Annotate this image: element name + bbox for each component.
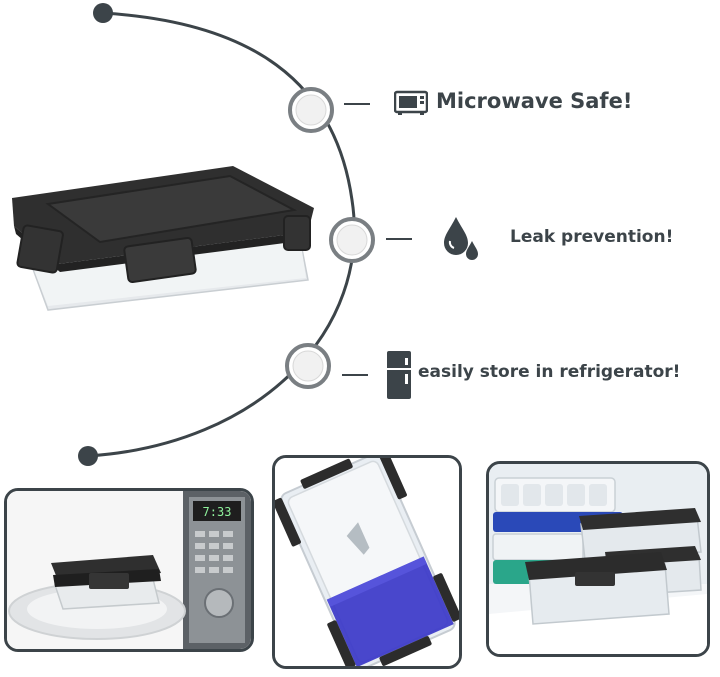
connector-dash [342, 374, 368, 376]
connector-dash [386, 238, 412, 240]
node-leak [329, 217, 375, 263]
photo-refrigerator [486, 461, 710, 657]
photo-leak-proof [272, 455, 462, 669]
connector-dash [344, 103, 370, 105]
feature-label-leak: Leak prevention! [510, 227, 674, 247]
refrigerator-icon [386, 350, 412, 404]
feature-label-microwave: Microwave Safe! [436, 89, 633, 113]
arc-line [87, 11, 356, 458]
arc-end-top [93, 3, 113, 23]
node-refrigerator [285, 343, 331, 389]
water-drops-icon [442, 215, 482, 265]
microwave-icon [393, 90, 429, 120]
microwave-display: 7:33 [203, 505, 232, 519]
photo-microwave: 7:33 [4, 488, 254, 652]
feature-label-refrigerator: easily store in refrigerator! [418, 362, 681, 382]
hero-container-image [8, 160, 318, 324]
arc-end-bottom [78, 446, 98, 466]
node-microwave [288, 87, 334, 133]
